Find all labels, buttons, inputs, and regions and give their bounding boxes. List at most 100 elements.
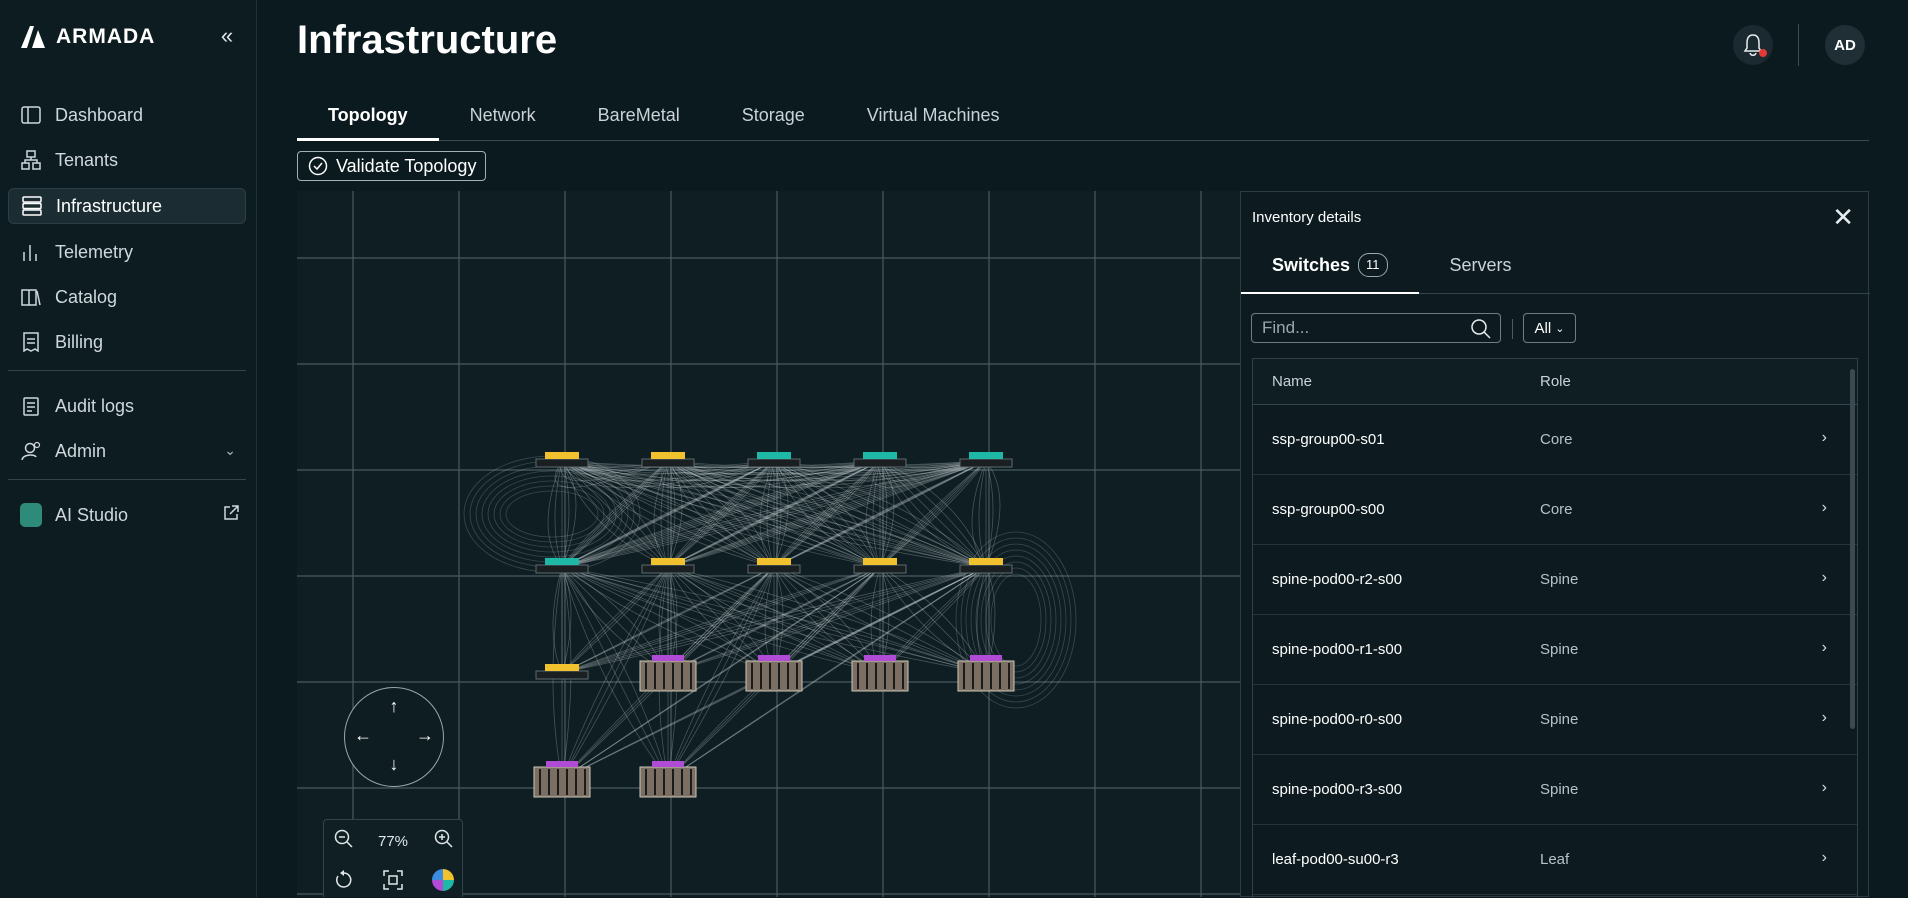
topology-link	[773, 566, 987, 674]
topology-link	[561, 460, 669, 568]
sidebar-item-ai-studio[interactable]: AI Studio	[8, 498, 246, 532]
topology-link	[561, 460, 775, 568]
topology-loop	[505, 490, 599, 538]
switch-node	[535, 458, 589, 468]
topology-link	[660, 460, 775, 488]
sidebar-item-audit-logs[interactable]: Audit logs	[8, 389, 246, 423]
tab-storage[interactable]: Storage	[741, 104, 805, 125]
topology-link	[561, 460, 881, 468]
topology-link	[561, 460, 987, 488]
topology-link	[667, 566, 881, 674]
sidebar-item-infrastructure[interactable]: Infrastructure	[8, 188, 246, 224]
topology-link	[667, 460, 881, 568]
topology-link	[561, 460, 987, 568]
search-input[interactable]: Find...	[1251, 313, 1501, 343]
topology-link	[773, 460, 987, 568]
topology-loop	[487, 475, 617, 553]
tab-virtual-machines[interactable]: Virtual Machines	[866, 104, 1000, 125]
pan-left-icon[interactable]: ←	[354, 725, 372, 745]
sidebar-item-telemetry[interactable]: Telemetry	[8, 235, 246, 269]
billing-icon	[20, 331, 42, 353]
topology-link	[561, 566, 669, 780]
topology-link	[667, 460, 683, 568]
topology-loop	[980, 561, 1052, 679]
tab-baremetal[interactable]: BareMetal	[597, 104, 680, 125]
chevron-right-icon: ›	[1821, 499, 1827, 516]
topology-link	[667, 460, 987, 475]
sidebar-item-label: Audit logs	[55, 395, 135, 416]
topology-link	[667, 460, 775, 568]
filter-divider	[1512, 319, 1513, 339]
notifications-button[interactable]	[1733, 25, 1773, 65]
topology-link	[561, 460, 881, 568]
sidebar-item-catalog[interactable]: Catalog	[8, 280, 246, 314]
topology-link	[667, 460, 676, 568]
topology-link	[773, 460, 881, 568]
sidebar-item-dashboard[interactable]: Dashboard	[8, 98, 246, 132]
topology-link	[561, 460, 987, 568]
topology-link	[667, 460, 881, 568]
topology-link	[561, 460, 881, 568]
topology-link	[773, 460, 782, 568]
pan-down-icon[interactable]: ↓	[389, 754, 399, 774]
topology-link	[766, 460, 775, 568]
chevron-right-icon: ›	[1821, 569, 1827, 586]
switch-node	[853, 458, 907, 468]
topology-link	[667, 566, 987, 674]
sidebar-item-billing[interactable]: Billing	[8, 325, 246, 359]
topology-link	[773, 460, 881, 568]
topology-link	[561, 566, 775, 674]
role-filter-select[interactable]: All ⌄	[1523, 313, 1576, 343]
topology-link	[561, 566, 881, 674]
tab-switches[interactable]: Switches 11	[1241, 237, 1419, 294]
node-label-tag	[545, 452, 579, 459]
topology-link	[773, 460, 987, 568]
pan-right-icon[interactable]: →	[416, 725, 434, 745]
row-role: Spine	[1540, 711, 1579, 728]
bell-icon	[1743, 34, 1763, 56]
topology-link	[872, 460, 881, 568]
topology-link	[667, 566, 987, 780]
topology-link	[561, 460, 881, 568]
topology-canvas[interactable]: ↑ ↓ ← → 77%	[297, 191, 1242, 897]
switch-node	[959, 458, 1013, 468]
server-node	[745, 660, 803, 692]
collapse-sidebar-button[interactable]: «	[220, 23, 234, 48]
validate-topology-button[interactable]: Validate Topology	[297, 151, 486, 181]
tab-network[interactable]: Network	[469, 104, 536, 125]
brand-logo[interactable]: ARMADA	[18, 22, 155, 52]
tab-servers[interactable]: Servers	[1449, 254, 1512, 275]
topology-link	[561, 566, 775, 674]
pan-up-icon[interactable]: ↑	[389, 696, 399, 716]
row-name: spine-pod00-r3-s00	[1272, 781, 1403, 798]
topology-loop	[970, 549, 1062, 691]
topology-link	[667, 460, 987, 468]
topology-link	[666, 460, 775, 482]
table-scrollbar[interactable]	[1850, 369, 1855, 729]
sidebar-item-tenants[interactable]: Tenants	[8, 143, 246, 177]
row-name: ssp-group00-s01	[1272, 431, 1385, 448]
topology-loop	[499, 485, 605, 543]
switch-node	[747, 564, 801, 574]
sidebar-item-admin[interactable]: Admin ⌄	[8, 434, 246, 468]
topology-link	[561, 460, 987, 468]
topology-link	[667, 566, 987, 674]
topology-link	[667, 460, 881, 568]
topology-link	[879, 460, 987, 568]
topology-link	[561, 566, 669, 674]
ai-studio-icon	[20, 503, 42, 527]
topology-link	[561, 460, 775, 568]
catalog-icon	[20, 286, 42, 308]
check-circle-icon	[308, 156, 328, 176]
tab-topology[interactable]: Topology	[297, 90, 439, 141]
close-icon[interactable]: ✕	[1832, 202, 1854, 232]
topology-link	[561, 460, 669, 568]
avatar[interactable]: AD	[1825, 25, 1865, 65]
